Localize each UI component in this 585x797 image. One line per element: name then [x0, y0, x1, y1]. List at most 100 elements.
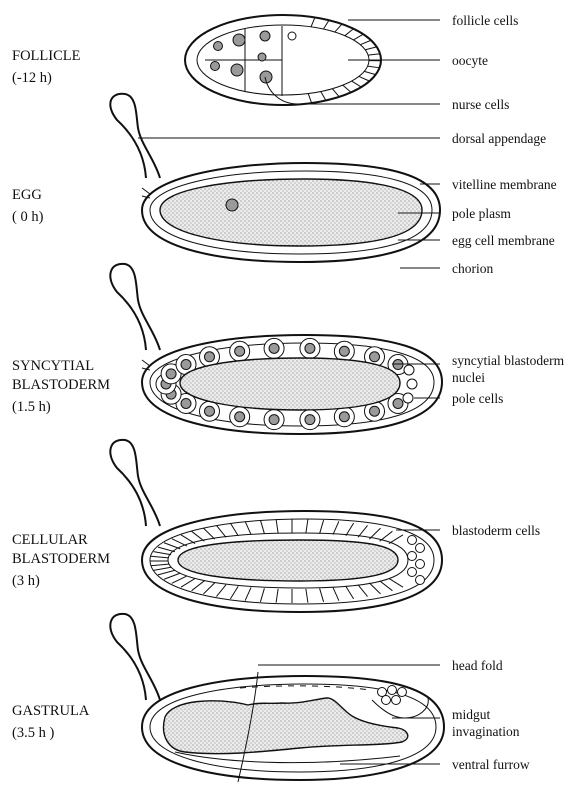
pole-cell: [408, 568, 417, 577]
syncytial-nucleus: [370, 352, 380, 362]
follicle-cell-wall: [359, 76, 370, 81]
syncytial-blastoderm-drawing: [110, 264, 442, 434]
cell-wall: [320, 520, 324, 534]
pole-cell: [403, 393, 413, 403]
stage-follicle-time: (-12 h): [12, 70, 52, 86]
dorsal-appendage: [110, 94, 160, 178]
nurse-cell-nucleus: [214, 42, 223, 51]
cell-wall: [181, 578, 195, 587]
stage-labels: FOLLICLE (-12 h) EGG ( 0 h) SYNCYTIAL BL…: [12, 48, 110, 741]
cell-wall: [306, 519, 308, 533]
cell-wall: [245, 521, 251, 534]
follicle-cell-wall: [321, 91, 326, 100]
stage-egg-time: ( 0 h): [12, 209, 44, 225]
stage-follicle-name: FOLLICLE: [12, 48, 81, 64]
label-oocyte: oocyte: [452, 53, 488, 68]
cell-wall: [154, 567, 172, 570]
cell-wall: [154, 552, 172, 555]
cell-wall: [369, 583, 380, 594]
syncytial-nucleus: [204, 406, 214, 416]
follicle-cell-wall: [308, 93, 312, 103]
syncytial-nucleus: [166, 369, 176, 379]
stage-cellular-name-1: CELLULAR: [12, 532, 88, 548]
egg-nucleus: [226, 199, 238, 211]
follicle-cell-wall: [353, 34, 363, 40]
label-vitelline-membrane: vitelline membrane: [452, 177, 557, 192]
stage-syncytial-time: (1.5 h): [12, 399, 51, 415]
stage-egg-name: EGG: [12, 187, 42, 203]
cell-wall: [276, 589, 278, 603]
pole-cell: [388, 686, 397, 695]
follicle-cell-wall: [332, 89, 339, 97]
syncytial-nucleus: [370, 406, 380, 416]
cell-wall: [158, 570, 175, 575]
follicle-cell-wall: [343, 85, 351, 92]
syncytial-nucleus: [181, 360, 191, 370]
follicle-cell-wall: [311, 17, 315, 26]
pole-cell: [416, 544, 425, 553]
pole-cell: [392, 696, 401, 705]
cell-wall: [164, 573, 180, 579]
label-syncytial-nuclei-2: nuclei: [452, 370, 485, 385]
label-egg-cell-membrane: egg cell membrane: [452, 233, 555, 248]
label-syncytial-nuclei-1: syncytial blastoderm: [452, 353, 565, 368]
yolk: [178, 540, 398, 581]
stage-cellular-time: (3 h): [12, 573, 40, 589]
nurse-cell-nucleus: [258, 53, 266, 61]
cell-wall: [389, 578, 403, 587]
cell-wall: [306, 589, 308, 603]
cell-wall: [216, 585, 226, 597]
nurse-cell-nucleus: [231, 64, 243, 76]
pole-cell: [416, 576, 425, 585]
pole-cell: [408, 552, 417, 561]
syncytial-nucleus: [305, 343, 315, 353]
cell-wall: [333, 521, 339, 534]
pole-cell: [382, 696, 391, 705]
syncytial-nucleus: [393, 360, 403, 370]
label-ventral-furrow: ventral furrow: [452, 757, 530, 772]
stage-syncytial-name-1: SYNCYTIAL: [12, 358, 94, 374]
structure-labels: follicle cells oocyte nurse cells dorsal…: [452, 13, 565, 772]
label-blastoderm-cells: blastoderm cells: [452, 523, 540, 538]
follicle-cell-wall: [360, 40, 371, 44]
cell-wall: [192, 581, 205, 591]
syncytial-nucleus: [339, 412, 349, 422]
yolk: [164, 698, 408, 754]
stage-gastrula-name: GASTRULA: [12, 703, 90, 719]
label-midgut-1: midgut: [452, 707, 491, 722]
cell-wall: [230, 523, 238, 536]
syncytial-nucleus: [339, 346, 349, 356]
dorsal-appendage: [110, 614, 160, 700]
label-dorsal-appendage: dorsal appendage: [452, 131, 546, 146]
cell-wall: [172, 576, 187, 583]
stage-syncytial-name-2: BLASTODERM: [12, 377, 110, 393]
cell-wall: [358, 585, 368, 597]
cell-wall: [389, 535, 403, 544]
follicle-cell-wall: [335, 24, 342, 32]
cell-wall: [346, 586, 354, 599]
syncytial-nucleus: [269, 415, 279, 425]
cell-wall: [260, 520, 264, 534]
pole-cell: [416, 560, 425, 569]
cell-wall: [276, 519, 278, 533]
follicle-cell-wall: [364, 71, 375, 74]
follicle-cell-wall: [345, 29, 354, 36]
pole-cell: [398, 688, 407, 697]
label-head-fold: head fold: [452, 658, 503, 673]
syncytial-nucleus: [181, 398, 191, 408]
syncytial-nucleus: [235, 412, 245, 422]
cell-wall: [346, 523, 354, 536]
syncytial-nucleus: [204, 352, 214, 362]
follicle-cell-wall: [323, 20, 329, 29]
syncytial-nucleus: [393, 398, 403, 408]
oocyte-nucleus: [288, 32, 296, 40]
cell-wall: [320, 588, 324, 602]
pole-cells: [408, 536, 425, 585]
follicle-cell-wall: [368, 66, 380, 68]
cell-wall: [192, 531, 205, 541]
pole-cell: [404, 365, 414, 375]
label-nurse-cells: nurse cells: [452, 97, 509, 112]
gastrula-drawing: [110, 614, 444, 782]
yolk: [160, 179, 422, 246]
